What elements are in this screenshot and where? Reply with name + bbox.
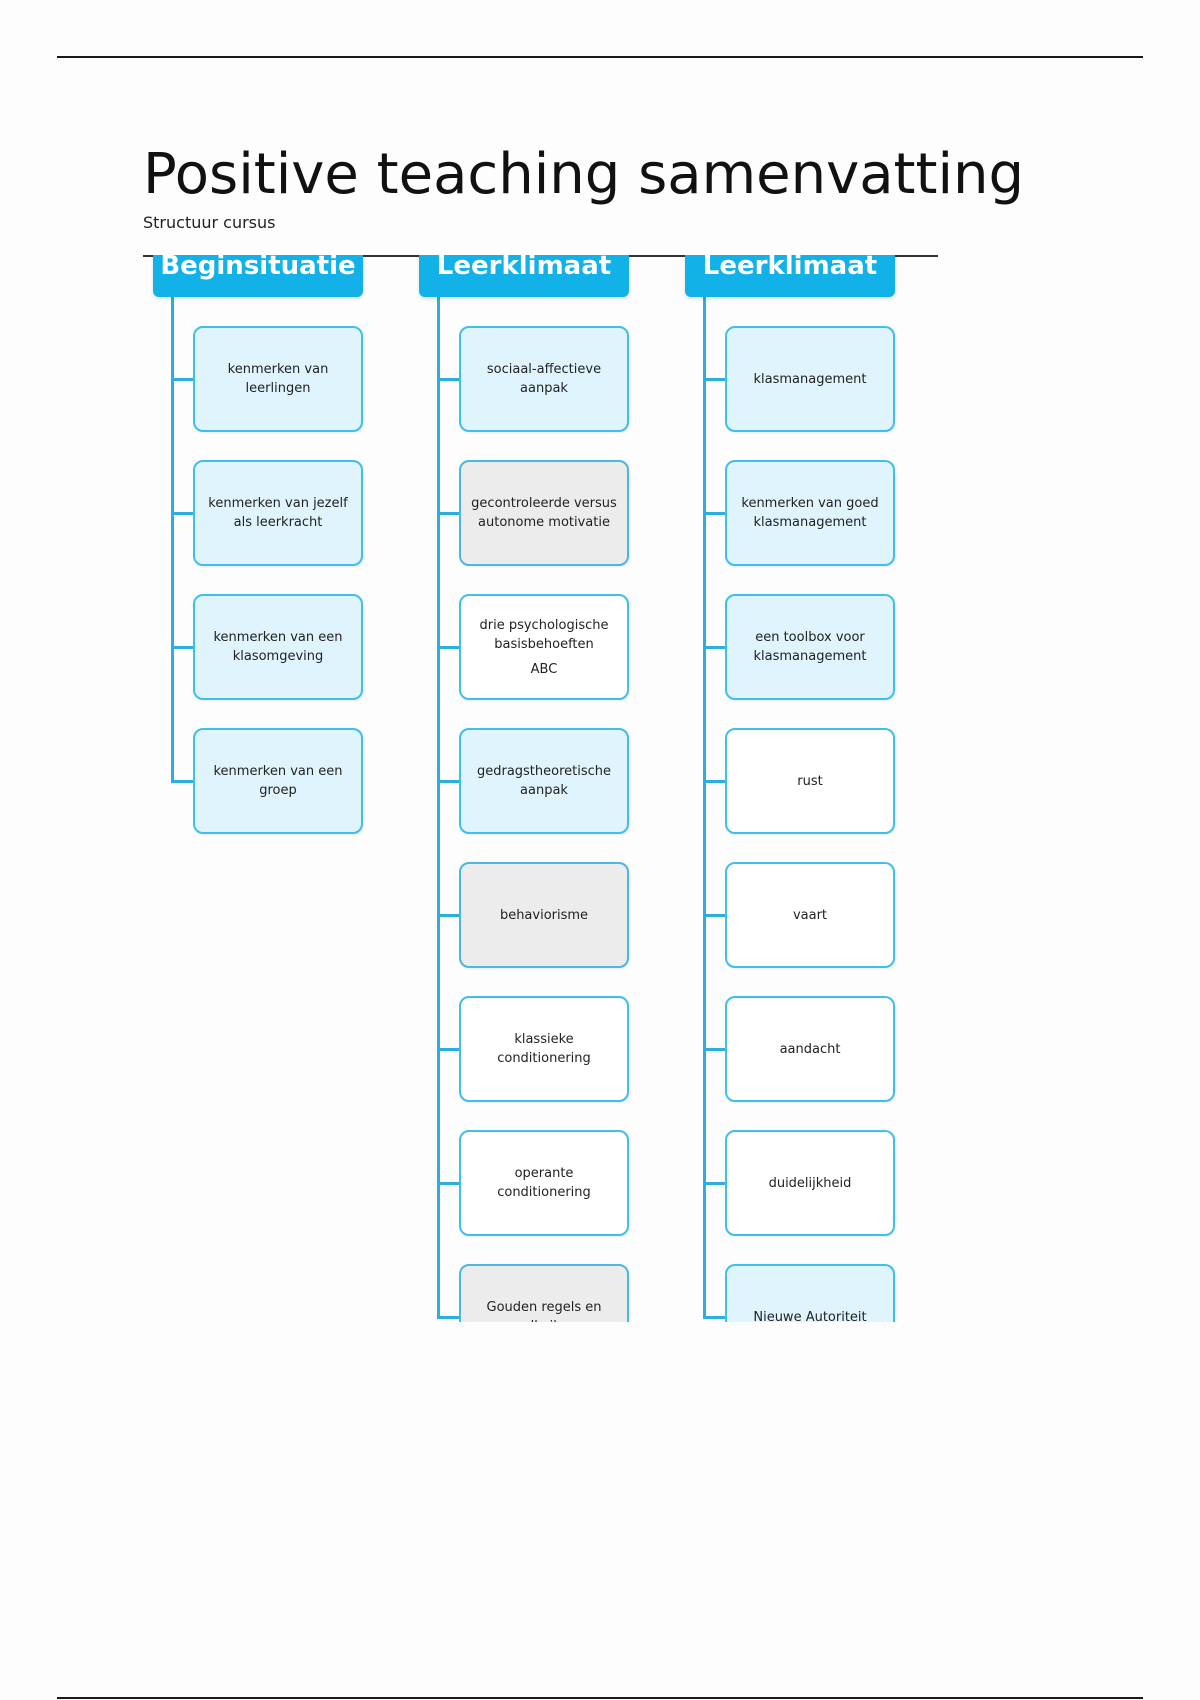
connector-branch bbox=[437, 1182, 459, 1185]
connector-branch bbox=[703, 378, 725, 381]
connector-branch bbox=[171, 646, 193, 649]
diagram-node-label: operante conditionering bbox=[497, 1166, 591, 1200]
diagram-node-label: sociaal-affectieve aanpak bbox=[486, 362, 602, 396]
diagram-node-label: rust bbox=[797, 773, 823, 789]
connector-branch bbox=[437, 1316, 459, 1319]
diagram-node: klasmanagement bbox=[725, 326, 895, 432]
column-header-label: Beginsituatie bbox=[160, 255, 356, 281]
connector-branch bbox=[703, 780, 725, 783]
diagram-node-sublabel: ABC bbox=[530, 661, 558, 677]
diagram-node-label: drie psychologische basisbehoeften bbox=[479, 617, 609, 652]
diagram-node: kenmerken van jezelf als leerkracht bbox=[193, 460, 363, 566]
diagram-node: Nieuwe Autoriteit bbox=[725, 1264, 895, 1322]
diagram-node: operante conditionering bbox=[459, 1130, 629, 1236]
diagram-node: rust bbox=[725, 728, 895, 834]
page-bottom-rule bbox=[57, 1697, 1143, 1699]
connector-vertical bbox=[171, 297, 174, 783]
diagram-node: kenmerken van een groep bbox=[193, 728, 363, 834]
connector-branch bbox=[437, 512, 459, 515]
diagram-node: kenmerken van een klasomgeving bbox=[193, 594, 363, 700]
diagram-node-label: gecontroleerde versus autonome motivatie bbox=[471, 496, 617, 530]
connector-branch bbox=[437, 780, 459, 783]
connector-branch bbox=[171, 512, 193, 515]
column-header-label: Leerklimaat bbox=[436, 255, 612, 281]
diagram-column-3: Leerklimaat klasmanagement kenmerken van g… bbox=[675, 255, 938, 1322]
diagram-node: Gouden regels en valkuilen bbox=[459, 1264, 629, 1322]
diagram-column-1: Beginsituatie kenmerken van leerlingen ken… bbox=[143, 255, 413, 1322]
diagram-node-label: kenmerken van goed klasmanagement bbox=[741, 496, 879, 530]
diagram-node: kenmerken van leerlingen bbox=[193, 326, 363, 432]
diagram-node-label: kenmerken van een klasomgeving bbox=[213, 630, 343, 664]
column-header: Leerklimaat bbox=[419, 255, 629, 297]
diagram-node: sociaal-affectieve aanpak bbox=[459, 326, 629, 432]
connector-branch bbox=[437, 646, 459, 649]
diagram-node-label: Nieuwe Autoriteit bbox=[753, 1309, 867, 1323]
diagram-node: klassieke conditionering bbox=[459, 996, 629, 1102]
connector-branch bbox=[703, 1182, 725, 1185]
diagram-node: gedragstheoretische aanpak bbox=[459, 728, 629, 834]
connector-vertical bbox=[437, 297, 440, 1319]
connector-branch bbox=[171, 378, 193, 381]
diagram-node-label: vaart bbox=[792, 907, 828, 923]
connector-branch bbox=[437, 378, 459, 381]
connector-branch bbox=[703, 914, 725, 917]
connector-vertical bbox=[703, 297, 706, 1319]
diagram-node: kenmerken van goed klasmanagement bbox=[725, 460, 895, 566]
page-subtitle: Structuur cursus bbox=[143, 213, 276, 232]
column-header: Leerklimaat bbox=[685, 255, 895, 297]
connector-branch bbox=[703, 646, 725, 649]
column-header-label: Leerklimaat bbox=[702, 255, 878, 281]
diagram-node: gecontroleerde versus autonome motivatie bbox=[459, 460, 629, 566]
connector-branch bbox=[437, 1048, 459, 1051]
diagram-node: een toolbox voor klasmanagement bbox=[725, 594, 895, 700]
connector-branch bbox=[703, 1316, 725, 1319]
diagram-column-2: Leerklimaat sociaal-affectieve aanpak geco… bbox=[409, 255, 679, 1322]
page-top-rule bbox=[57, 56, 1143, 58]
connector-branch bbox=[703, 1048, 725, 1051]
diagram-node-label: behaviorisme bbox=[499, 907, 589, 923]
diagram-node-label: klasmanagement bbox=[753, 371, 867, 387]
diagram-node-label: een toolbox voor klasmanagement bbox=[753, 630, 867, 664]
diagram-node-label: duidelijkheid bbox=[768, 1175, 852, 1191]
diagram-node-label: kenmerken van jezelf als leerkracht bbox=[208, 496, 348, 530]
column-header: Beginsituatie bbox=[153, 255, 363, 297]
diagram-node-label: kenmerken van leerlingen bbox=[227, 362, 329, 396]
diagram-node-label: Gouden regels en valkuilen bbox=[486, 1300, 602, 1322]
diagram-node-label: gedragstheoretische aanpak bbox=[476, 764, 612, 798]
diagram-node: duidelijkheid bbox=[725, 1130, 895, 1236]
diagram-node: vaart bbox=[725, 862, 895, 968]
diagram-node: aandacht bbox=[725, 996, 895, 1102]
diagram-node-label: klassieke conditionering bbox=[497, 1032, 591, 1066]
connector-branch bbox=[703, 512, 725, 515]
diagram-node-label: aandacht bbox=[779, 1041, 841, 1057]
course-structure-diagram: Beginsituatie kenmerken van leerlingen ken… bbox=[143, 255, 938, 1322]
page-title: Positive teaching samenvatting bbox=[143, 142, 1025, 207]
diagram-node: behaviorisme bbox=[459, 862, 629, 968]
connector-branch bbox=[171, 780, 193, 783]
connector-branch bbox=[437, 914, 459, 917]
diagram-node-label: kenmerken van een groep bbox=[213, 764, 343, 798]
